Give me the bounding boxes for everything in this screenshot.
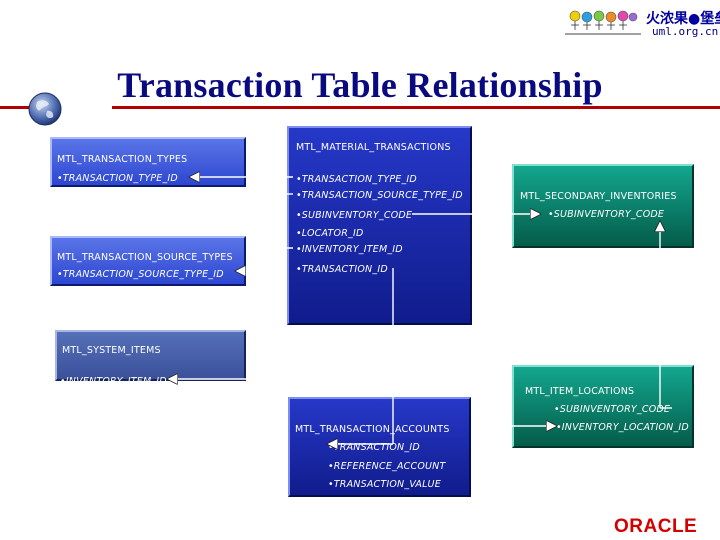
secondary-inventories-title: MTL_SECONDARY_INVENTORIES — [520, 191, 677, 202]
field-transaction-type-id: •TRANSACTION_TYPE_ID — [57, 173, 178, 184]
field-transaction-source-type-id: •TRANSACTION_SOURCE_TYPE_ID — [296, 190, 463, 201]
logo-url: uml.org.cn — [652, 25, 719, 38]
page-title: Transaction Table Relationship — [117, 65, 603, 105]
item-locations-title: MTL_ITEM_LOCATIONS — [525, 386, 635, 397]
field-inventory-item-id: •INVENTORY_ITEM_ID — [60, 376, 167, 387]
transaction-source-types-title: MTL_TRANSACTION_SOURCE_TYPES — [57, 252, 233, 263]
globe-icon — [28, 92, 62, 126]
field-transaction-value: •TRANSACTION_VALUE — [328, 479, 441, 490]
system-items-title: MTL_SYSTEM_ITEMS — [62, 345, 161, 356]
system-items-box: MTL_SYSTEM_ITEMS •INVENTORY_ITEM_ID — [55, 330, 246, 387]
logo-people-icon — [565, 10, 641, 35]
secondary-inventories-box: MTL_SECONDARY_INVENTORIES •SUBINVENTORY_… — [512, 164, 694, 248]
field-subinventory-code: •SUBINVENTORY_CODE — [548, 209, 665, 220]
transaction-types-title: MTL_TRANSACTION_TYPES — [57, 154, 188, 165]
transaction-accounts-title: MTL_TRANSACTION_ACCOUNTS — [295, 424, 450, 435]
field-transaction-id: •TRANSACTION_ID — [328, 442, 420, 453]
material-transactions-box: MTL_MATERIAL_TRANSACTIONS •TRANSACTION_T… — [287, 126, 472, 325]
cost-manager-label: Cost Manager — [386, 354, 466, 369]
field-locator-id: •LOCATOR_ID — [296, 228, 364, 239]
title-rule — [112, 106, 720, 109]
field-transaction-source-type-id: •TRANSACTION_SOURCE_TYPE_ID — [57, 269, 224, 280]
item-locations-box: MTL_ITEM_LOCATIONS •SUBINVENTORY_CODE •I… — [512, 365, 694, 448]
oracle-logo: ORACLE — [614, 516, 698, 537]
title-rule-left — [0, 106, 38, 109]
field-subinventory-code: •SUBINVENTORY_CODE — [554, 404, 671, 415]
field-inventory-item-id: •INVENTORY_ITEM_ID — [296, 244, 403, 255]
transaction-source-types-box: MTL_TRANSACTION_SOURCE_TYPES •TRANSACTIO… — [50, 236, 246, 286]
transaction-accounts-box: MTL_TRANSACTION_ACCOUNTS •TRANSACTION_ID… — [288, 397, 471, 497]
field-transaction-type-id: •TRANSACTION_TYPE_ID — [296, 174, 417, 185]
logo-text: 火浓果●堡垒 — [646, 11, 720, 27]
field-reference-account: •REFERENCE_ACCOUNT — [328, 461, 446, 472]
material-transactions-title: MTL_MATERIAL_TRANSACTIONS — [296, 142, 451, 153]
field-subinventory-code: •SUBINVENTORY_CODE — [296, 210, 413, 221]
field-inventory-location-id: •INVENTORY_LOCATION_ID — [556, 422, 689, 433]
transaction-types-box: MTL_TRANSACTION_TYPES •TRANSACTION_TYPE_… — [50, 137, 246, 187]
field-transaction-id: •TRANSACTION_ID — [296, 264, 388, 275]
